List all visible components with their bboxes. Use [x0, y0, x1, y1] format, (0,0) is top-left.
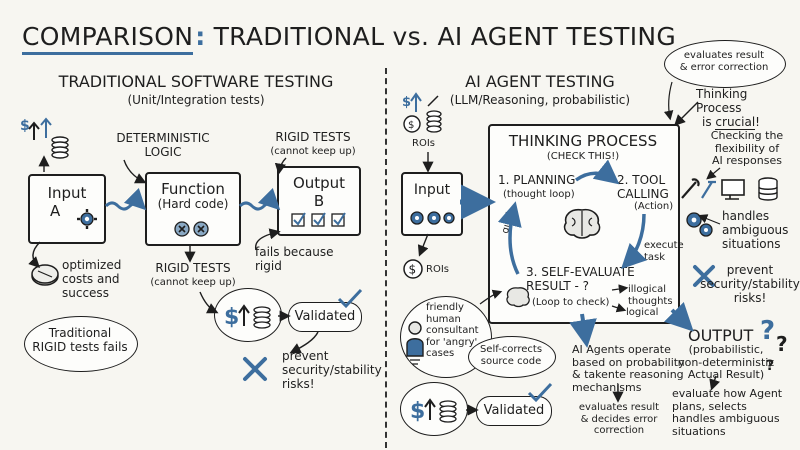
function-label: Function — [161, 180, 225, 198]
thinking-sub: (CHECK THIS!) — [546, 151, 620, 162]
prevent-right-label: prevent security/stability risks! — [700, 263, 800, 305]
input-a-box: Input A — [28, 174, 106, 244]
input-right-box: Input — [401, 172, 463, 236]
rigid-tests-top-title: RIGID TESTS — [275, 130, 351, 144]
validated-left-badge: Validated — [288, 302, 362, 332]
gears-small-icon — [686, 212, 713, 237]
optimized-costs-label: optimized costs and success — [62, 258, 122, 300]
coin-icon — [31, 264, 59, 286]
self-corrects-label: Self-corrects source code — [479, 344, 543, 367]
handles-ambiguous-label: handles ambiguous situations — [722, 209, 789, 251]
rois-top-label: ROIs — [412, 138, 435, 149]
input-a-label-2: A — [50, 202, 61, 220]
tool-calling-label: 2. TOOL CALLING — [617, 173, 669, 201]
svg-text:$: $ — [20, 118, 30, 134]
planning-label: 1. PLANNING — [498, 173, 576, 187]
small-brain-icon — [506, 287, 530, 308]
logical-label: logical — [626, 307, 659, 318]
roi-money-icon: $ $ — [402, 92, 442, 133]
evaluates-bottom-label: evaluates result & decides error correct… — [578, 402, 660, 436]
self-corrects-cloud — [468, 336, 556, 378]
function-sublabel: (Hard code) — [157, 197, 229, 211]
checkbox-icon — [291, 212, 346, 227]
x-mark-right-icon — [693, 265, 715, 287]
tool-calling-sub: (Action) — [634, 201, 674, 212]
thinking-crucial-d: ! — [755, 114, 760, 129]
page-title: COMPARISON:TRADITIONAL vs. AI AGENT TEST… — [22, 22, 677, 55]
output-sub: (probabilistic, non-deterministic Actual… — [677, 343, 775, 382]
money-cloud — [214, 288, 282, 342]
traditional-fails-text: Traditional RIGID tests fails — [32, 326, 128, 354]
input-a-label-1: Input — [47, 184, 87, 202]
thinking-crucial-a: Thinking Process — [696, 87, 748, 115]
rigid-tests-top-sub: (cannot keep up) — [270, 146, 356, 157]
validated-left-label: Validated — [294, 309, 356, 324]
thinking-crucial-line2: is crucial! — [702, 114, 796, 130]
title-colon: : — [195, 22, 206, 51]
execute-task-label: execute task — [644, 240, 684, 263]
error-x-icon — [174, 221, 209, 237]
money-cloud-right — [400, 382, 468, 436]
left-subheading: (Unit/Integration tests) — [127, 93, 265, 107]
svg-text:$: $ — [409, 263, 417, 277]
prevent-left-label: prevent security/stability risks! — [282, 349, 382, 391]
evaluate-how-label: evaluate how Agent plans, selects handle… — [672, 387, 783, 438]
evaluates-top-cloud — [664, 40, 786, 88]
self-evaluate-label: 3. SELF-EVALUATE RESULT - ? — [526, 265, 635, 293]
thinking-crucial-b: is — [702, 114, 716, 129]
question-marks: ? — [760, 316, 776, 346]
right-heading: AI AGENT TESTING — [465, 72, 615, 91]
svg-text:$: $ — [224, 305, 239, 330]
rigid-tests-mid-title: RIGID TESTS — [155, 261, 231, 275]
output-b-label-2: B — [313, 192, 325, 210]
x-mark-icon — [243, 357, 267, 381]
left-heading: TRADITIONAL SOFTWARE TESTING — [58, 72, 334, 91]
output-b-box: Output B — [277, 166, 361, 236]
money-growth-icon: $ — [20, 117, 69, 159]
validated-right-badge: Validated — [476, 396, 552, 426]
deterministic-logic-label: DETERMINISTIC LOGIC — [116, 131, 210, 159]
thinking-crucial-c: crucial — [715, 114, 756, 130]
gears-icon — [410, 211, 455, 225]
svg-text:$: $ — [408, 120, 414, 131]
svg-text:$: $ — [410, 399, 425, 424]
tools-icon — [681, 177, 778, 201]
evaluates-top-label: evaluates result & error correction — [679, 50, 769, 73]
validated-right-label: Validated — [483, 403, 545, 418]
thinking-crucial-note: Thinking Process is crucial! — [696, 87, 796, 130]
question-marks-3: ? — [766, 358, 775, 374]
brain-icon — [563, 208, 601, 239]
title-main: COMPARISON — [22, 22, 194, 55]
rois-mid-label: ROIs — [426, 264, 449, 275]
function-box: Function (Hard code) — [145, 172, 241, 246]
output-title: OUTPUT — [688, 326, 754, 345]
input-right-label: Input — [413, 182, 451, 198]
title-rest: TRADITIONAL vs. AI AGENT TESTING — [213, 22, 677, 51]
checking-flex-label: Checking the flexibility of AI responses — [710, 129, 784, 168]
right-subheading: (LLM/Reasoning, probabilistic) — [449, 93, 631, 107]
friendly-label: friendly human consultant for 'angry' ca… — [426, 302, 479, 359]
illogical-label: illogical thoughts — [628, 284, 673, 307]
traditional-fails-cloud — [24, 316, 138, 372]
output-b-label-1: Output — [292, 174, 346, 192]
money-stack-icon: $ — [224, 304, 271, 330]
check-icon — [337, 288, 363, 309]
money-stack-right-icon: $ — [410, 398, 457, 424]
traditional-fails-label: Traditional RIGID tests fails — [24, 326, 136, 355]
planning-sub: (thought loop) — [503, 189, 575, 200]
thinking-title: THINKING PROCESS — [508, 132, 658, 150]
operate-label: AI Agents operate based on probability &… — [572, 343, 685, 394]
gear-icon — [77, 209, 97, 229]
rigid-tests-mid-sub: (cannot keep up) — [150, 277, 236, 288]
center-divider — [385, 68, 387, 448]
check-right-icon — [527, 382, 553, 403]
question-marks-2: ? — [776, 332, 788, 356]
roi-coin-icon: $ — [403, 259, 423, 279]
fails-because-label: fails because rigid — [255, 245, 334, 273]
person-icon — [406, 321, 424, 365]
svg-text:$: $ — [402, 95, 411, 110]
self-evaluate-sub: (Loop to check) — [532, 297, 610, 308]
